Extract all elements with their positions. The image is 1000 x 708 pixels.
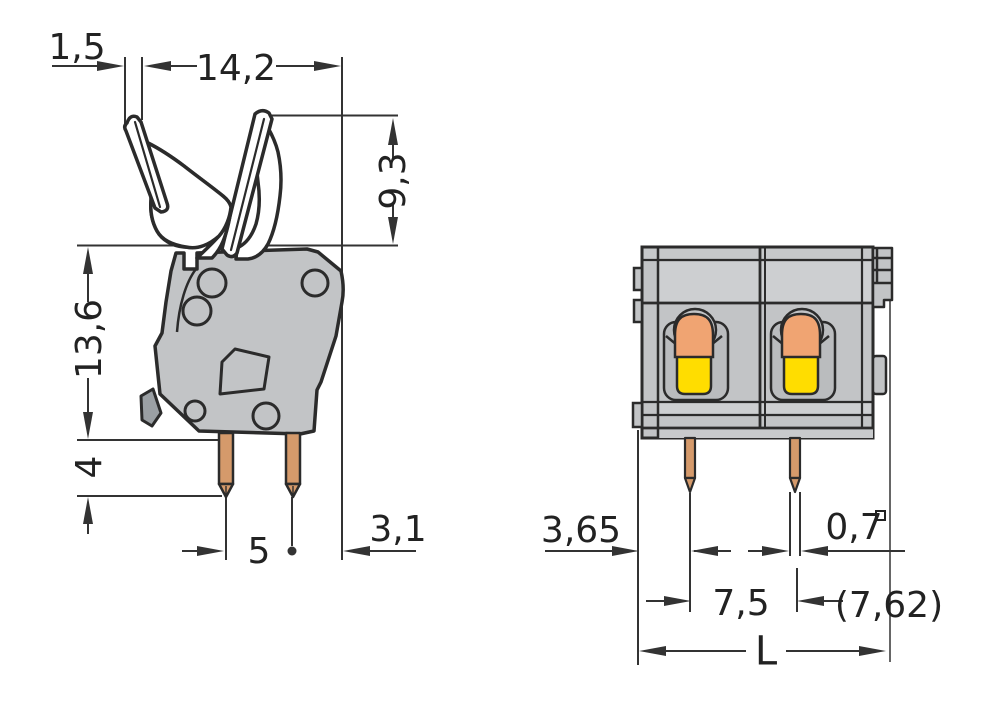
pin-center-dot [287, 546, 297, 556]
side-housing-foot [139, 387, 163, 428]
pusher-button[interactable] [675, 350, 713, 396]
side-inner-contour [175, 268, 198, 333]
dim-lever-tip-offset: 1,5 [48, 27, 105, 68]
arrowhead [343, 546, 370, 556]
clamp-spring [780, 312, 822, 359]
front-right-bump [871, 354, 888, 396]
side-hole [251, 401, 281, 431]
side-hole [196, 267, 228, 299]
front-clamp-unit-2 [769, 307, 837, 402]
front-view [631, 245, 894, 494]
dimension-labels: 1,5 14,2 9,3 13,6 4 5 3,1 3,65 0,7 7,5 (… [48, 27, 943, 674]
lever-left-blade-edge [133, 120, 162, 209]
arrowhead [388, 217, 398, 244]
side-hole [183, 399, 207, 423]
pusher-button[interactable] [782, 350, 820, 396]
arrowhead [83, 247, 93, 274]
front-left-tabs [631, 266, 644, 429]
lever-right-blade-edge [229, 117, 266, 252]
dimension-arrowheads [83, 61, 886, 656]
lever-right-arm [234, 116, 283, 261]
arrowhead [388, 118, 398, 145]
arrowhead [314, 61, 341, 71]
side-hole [300, 268, 330, 298]
arrowhead [859, 646, 886, 656]
dim-right-edge-offset: 3,1 [369, 509, 426, 550]
side-solder-pins [217, 431, 302, 499]
dim-edge-to-pin: 3,65 [541, 510, 621, 551]
dim-pin-length: 4 [69, 456, 110, 479]
arrowhead [639, 646, 666, 656]
arrowhead [144, 61, 171, 71]
lever-left-arm-fill [146, 141, 233, 250]
clamp-spring [673, 312, 715, 359]
dim-pole-pitch: 7,5 [712, 583, 769, 624]
dim-pin-square: 0,7 [825, 507, 882, 548]
arrowhead [612, 546, 639, 556]
side-view [122, 109, 345, 499]
arrowhead [83, 497, 93, 524]
square-cross-section-symbol [875, 510, 886, 521]
side-levers [122, 109, 283, 261]
front-solder-pins [683, 436, 802, 494]
arrowhead [691, 546, 718, 556]
front-right-tab [871, 246, 894, 396]
dim-overall-length: L [755, 628, 778, 674]
dim-lever-height: 9,3 [373, 152, 414, 209]
dim-pin-pitch: 5 [248, 531, 271, 572]
dim-housing-height: 13,6 [69, 299, 110, 379]
arrowhead [801, 546, 828, 556]
dim-pole-pitch-alt: (7,62) [835, 585, 943, 626]
arrowhead [664, 596, 691, 606]
side-wire-opening [218, 347, 271, 396]
front-housing-lines [642, 247, 873, 438]
front-clamp-unit-1 [662, 307, 730, 402]
side-hole [181, 295, 213, 327]
lever-left-blade [122, 114, 170, 214]
arrowhead [97, 61, 124, 71]
arrowhead [762, 546, 789, 556]
arrowhead [83, 412, 93, 439]
dim-overall-width: 14,2 [196, 48, 276, 89]
arrowhead [197, 546, 224, 556]
arrowhead [797, 596, 824, 606]
